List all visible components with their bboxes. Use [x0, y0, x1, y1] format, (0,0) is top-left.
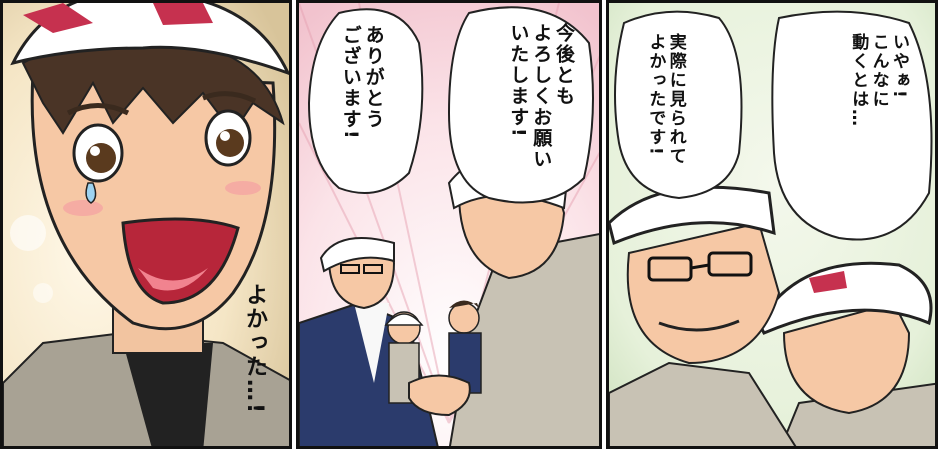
panel-impressed: 実際に見られて よかったです! いやぁ! こんなに 動くとは…: [606, 0, 938, 449]
speech-bubble: [307, 8, 424, 194]
helmet: [757, 261, 933, 335]
speech-bubble: [771, 10, 933, 241]
bubble-glad: 実際に見られて よかったです!: [645, 33, 686, 166]
bubble-thanks: ありがとう ございます!: [339, 25, 385, 141]
panel-worker-relieved: よかった…!: [0, 0, 292, 449]
bubble-surprised: いやぁ! こんなに 動くとは…: [848, 33, 909, 128]
handshake: [408, 374, 471, 417]
impressed-illustration: [609, 3, 935, 446]
panel-handshake: 今後とも よろしくお願い いたします! ありがとう ございます!: [296, 0, 602, 449]
speech-bubble: [614, 10, 743, 200]
handshake-illustration: [299, 3, 599, 446]
helmet: [609, 185, 776, 246]
worker-illustration: [3, 3, 289, 446]
caption-relieved: よかった…!: [242, 283, 267, 416]
bubble-future: 今後とも よろしくお願い いたします!: [507, 23, 575, 170]
speech-bubble: [447, 6, 594, 204]
